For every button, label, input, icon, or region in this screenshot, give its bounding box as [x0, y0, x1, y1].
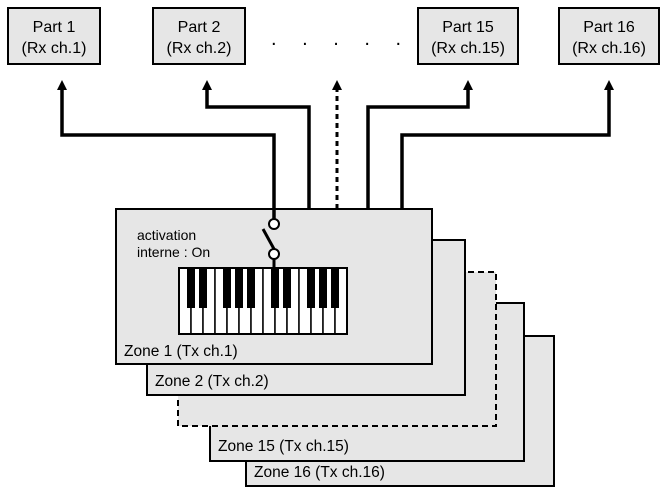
- zone-15-label: Zone 15 (Tx ch.15): [218, 438, 349, 455]
- route-zone16-to-part16: [400, 80, 614, 209]
- black-key: [331, 268, 339, 308]
- black-key: [319, 268, 327, 308]
- activation-line-2: interne : On: [137, 244, 210, 260]
- part-1-channel: (Rx ch.1): [22, 40, 87, 57]
- activation-line-1: activation: [137, 227, 196, 243]
- parts-ellipsis: . . . . .: [271, 28, 411, 50]
- black-key: [283, 268, 291, 308]
- part-2-name: Part 2: [178, 19, 221, 36]
- switch-contact-lower: [268, 248, 280, 260]
- route-zone1-to-part1: [57, 80, 276, 219]
- black-key: [199, 268, 207, 308]
- route-zone2-to-part2: [202, 80, 311, 209]
- part-1-name: Part 1: [33, 19, 76, 36]
- part-16-channel: (Rx ch.16): [572, 40, 646, 57]
- switch-blade: [261, 228, 276, 250]
- part-2-channel: (Rx ch.2): [167, 40, 232, 57]
- part-box-15: Part 15 (Rx ch.15): [417, 7, 519, 65]
- part-box-2: Part 2 (Rx ch.2): [152, 7, 246, 65]
- black-key: [247, 268, 255, 308]
- zone-panel-1: Zone 1 (Tx ch.1) activation interne : On: [115, 208, 433, 365]
- zone-16-label: Zone 16 (Tx ch.16): [254, 464, 385, 481]
- black-key: [235, 268, 243, 308]
- switch-contact-upper: [268, 218, 280, 230]
- zone-1-label: Zone 1 (Tx ch.1): [124, 343, 238, 360]
- black-key: [187, 268, 195, 308]
- route-zone15-to-part15: [366, 80, 473, 209]
- part-15-name: Part 15: [442, 19, 494, 36]
- local-switch: [261, 218, 280, 267]
- keyboard: [178, 267, 348, 335]
- part-box-16: Part 16 (Rx ch.16): [558, 7, 660, 65]
- part-box-1: Part 1 (Rx ch.1): [7, 7, 101, 65]
- black-key: [223, 268, 231, 308]
- part-16-name: Part 16: [583, 19, 635, 36]
- black-key: [307, 268, 315, 308]
- keyboard-frame: [178, 267, 348, 335]
- part-15-channel: (Rx ch.15): [431, 40, 505, 57]
- zone-2-label: Zone 2 (Tx ch.2): [155, 373, 269, 390]
- black-key: [271, 268, 279, 308]
